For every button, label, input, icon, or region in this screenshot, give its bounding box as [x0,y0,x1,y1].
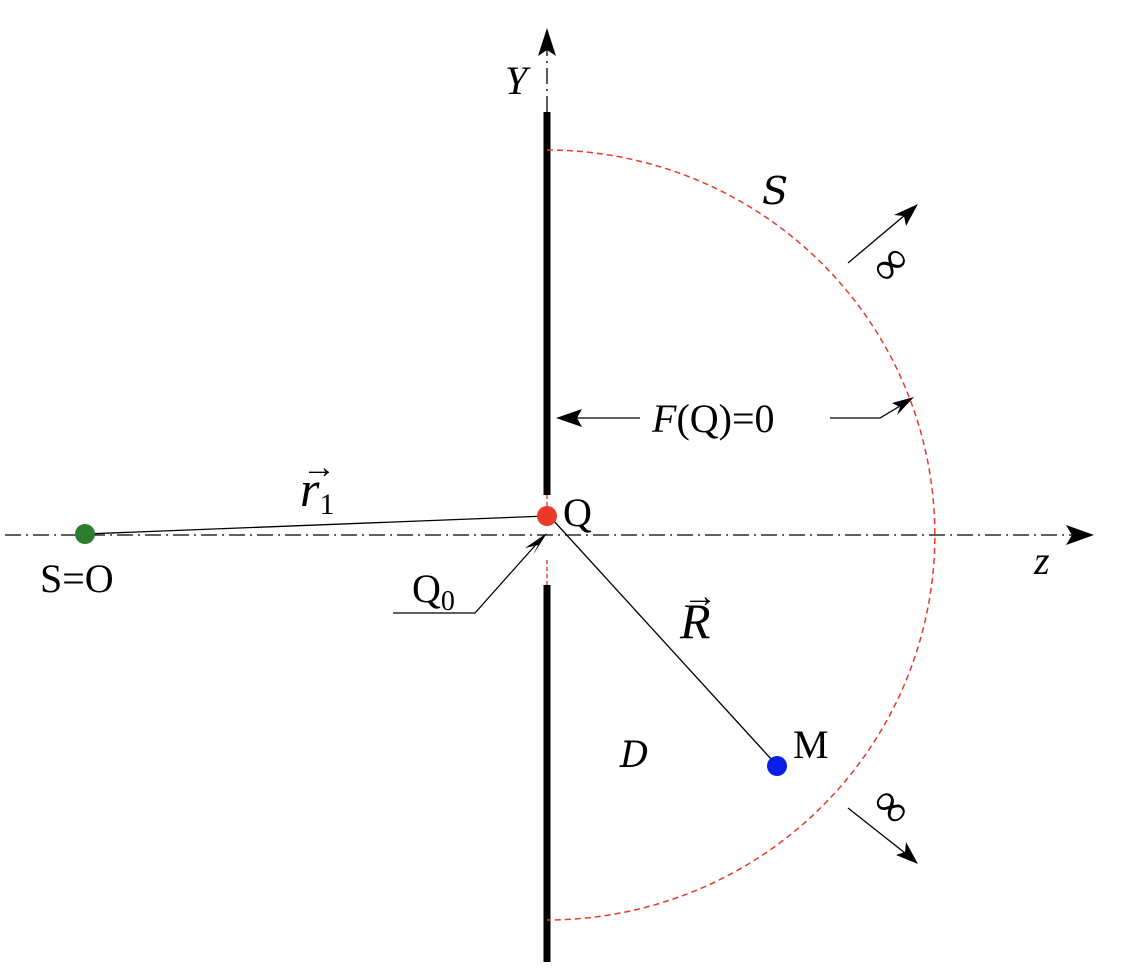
fq-right-arrowhead [892,397,914,415]
point-m [767,756,787,776]
fq-right-pointer [830,402,906,419]
point-q-label: Q [563,490,592,535]
z-axis-arrowhead [1066,525,1094,545]
point-q [537,506,557,526]
surface-s [546,149,936,921]
y-axis-arrowhead [538,28,556,56]
source-label: S=O [40,556,114,601]
infinity-label-bottom: ∞ [861,775,923,837]
vector-r1-line [84,515,548,535]
infinity-arrowhead-top [894,204,918,226]
infinity-arrowhead-bottom [896,842,918,864]
surface-label: S [762,169,788,213]
vector-r1-arrow: → [302,449,336,486]
z-axis-label: z [1033,538,1050,583]
q0-pointer [393,539,541,614]
infinity-arrow-top [847,214,906,264]
q0-pointer-head [525,533,547,555]
domain-label: D [619,735,649,776]
vector-r1-label: r1 [300,461,334,521]
fq-left-arrowhead [556,409,582,427]
vector-R-arrow: → [683,578,717,615]
point-m-label: M [793,722,829,767]
vector-R-line [552,519,773,761]
vector-R-label: R [679,593,711,649]
point-s [75,524,95,544]
point-q0-label: Q0 [412,566,455,617]
infinity-label-top: ∞ [859,233,921,295]
infinity-arrow-bottom [847,807,906,854]
boundary-condition-label: F(Q)=0 [651,396,775,441]
y-axis-label: Y [505,58,531,103]
